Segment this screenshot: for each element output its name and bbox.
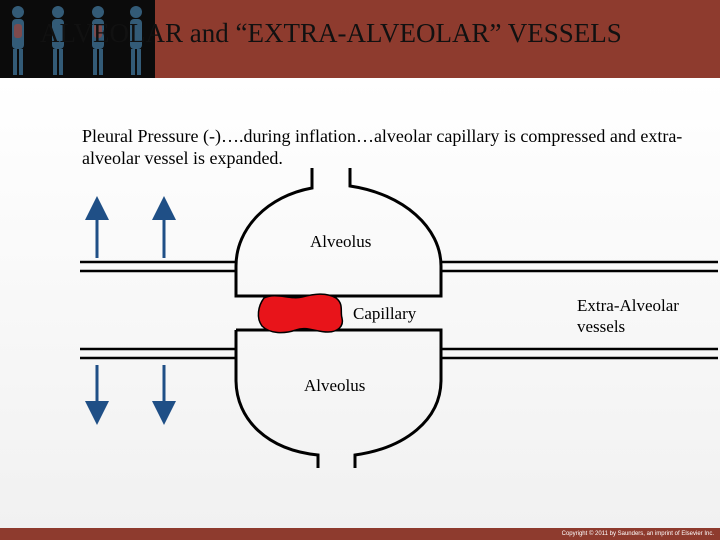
capillary-label: Capillary (353, 304, 417, 323)
capillary-shape (257, 293, 344, 334)
footer-bar: Copyright © 2011 by Saunders, an imprint… (0, 528, 720, 540)
extra-alveolar-label: Extra-Alveolar vessels (577, 296, 679, 336)
top-alveolus-outline (234, 168, 443, 298)
human-figures-icon (12, 6, 142, 75)
slide-title: ALVEOLAR and “EXTRA-ALVEOLAR” VESSELS (40, 18, 622, 48)
top-vessel-walls (80, 260, 718, 273)
alveolus-top-label: Alveolus (310, 232, 372, 251)
description-text: Pleural Pressure (-)….during inflation…a… (82, 126, 683, 168)
anatomy-figures-image (0, 0, 155, 78)
bottom-alveolus-outline (234, 328, 443, 468)
bottom-vessel-walls (80, 347, 718, 360)
alveolus-bottom-label: Alveolus (304, 376, 366, 395)
copyright-text: Copyright © 2011 by Saunders, an imprint… (561, 531, 714, 537)
